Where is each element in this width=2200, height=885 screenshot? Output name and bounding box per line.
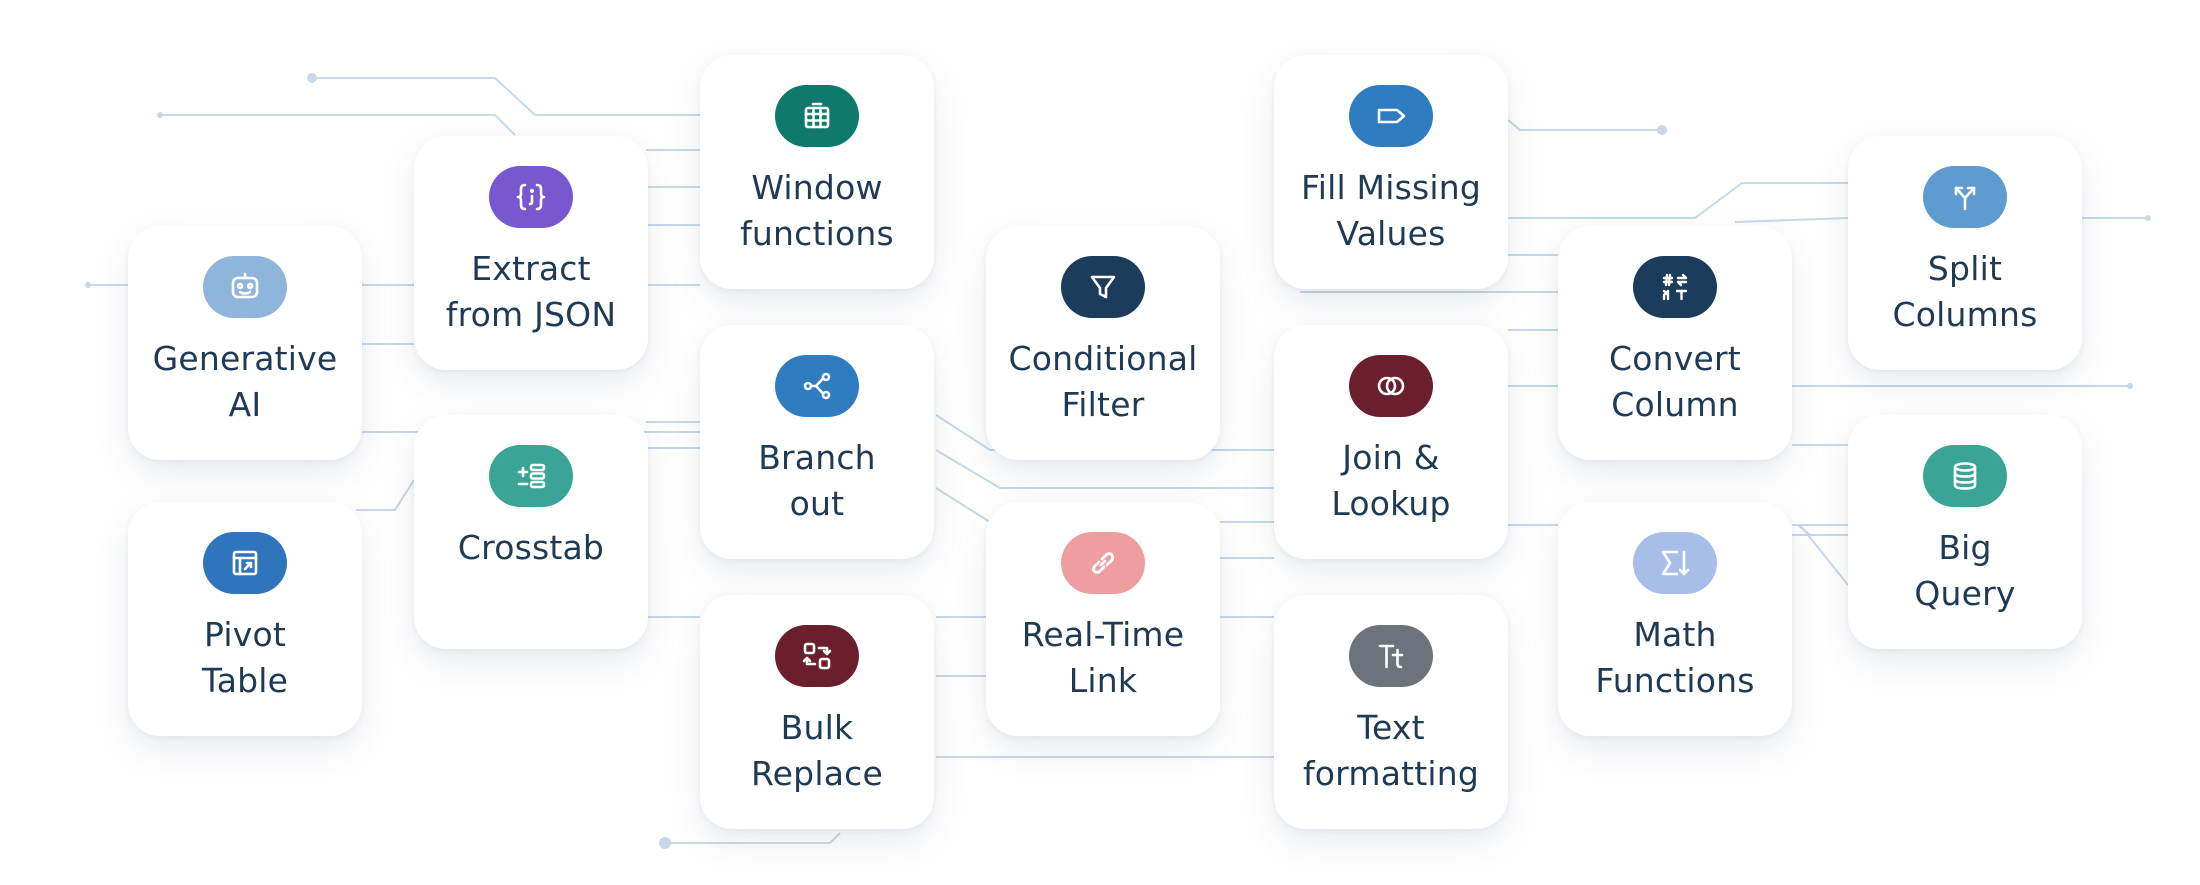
card-label: Branch out	[758, 438, 876, 523]
robot-icon	[203, 256, 287, 318]
card-text-formatting[interactable]: Text formatting	[1274, 595, 1508, 829]
card-pivot-table[interactable]: Pivot Table	[128, 502, 362, 736]
card-label: Conditional Filter	[1008, 339, 1198, 424]
card-big-query[interactable]: Big Query	[1848, 415, 2082, 649]
text-format-icon	[1349, 625, 1433, 687]
database-icon	[1923, 445, 2007, 507]
card-conditional-filter[interactable]: Conditional Filter	[986, 226, 1220, 460]
connector-dot	[2127, 383, 2133, 389]
branch-icon	[775, 355, 859, 417]
connector-line	[1734, 217, 1849, 223]
connector-line	[312, 77, 700, 116]
card-label: Window functions	[740, 168, 894, 253]
connector-dot	[1657, 125, 1667, 135]
connector-line	[1799, 524, 1849, 586]
card-label: Text formatting	[1302, 708, 1480, 793]
card-label: Big Query	[1914, 528, 2016, 613]
card-join-lookup[interactable]: Join & Lookup	[1274, 325, 1508, 559]
connector-dot	[157, 112, 163, 118]
connector-dot	[2145, 215, 2151, 221]
card-extract-json[interactable]: Extract from JSON	[414, 136, 648, 370]
card-convert-column[interactable]: Convert Column	[1558, 226, 1792, 460]
card-label: Fill Missing Values	[1300, 168, 1482, 253]
card-label: Generative AI	[152, 339, 338, 424]
card-branch-out[interactable]: Branch out	[700, 325, 934, 559]
card-label: Crosstab	[457, 528, 605, 567]
sigma-icon	[1633, 532, 1717, 594]
card-label: Split Columns	[1892, 249, 2038, 334]
card-label: Math Functions	[1595, 615, 1755, 700]
link-icon	[1061, 532, 1145, 594]
card-split-columns[interactable]: Split Columns	[1848, 136, 2082, 370]
card-label: Join & Lookup	[1331, 438, 1451, 523]
card-real-time-link[interactable]: Real-Time Link	[986, 502, 1220, 736]
card-label: Pivot Table	[201, 615, 289, 700]
connector-dot	[85, 282, 91, 288]
split-icon	[1923, 166, 2007, 228]
card-label: Real-Time Link	[1021, 615, 1185, 700]
card-label: Convert Column	[1609, 339, 1741, 424]
connector-line	[935, 449, 1274, 489]
convert-icon	[1633, 256, 1717, 318]
json-braces-icon	[489, 166, 573, 228]
card-window-functions[interactable]: Window functions	[700, 55, 934, 289]
join-rings-icon	[1349, 355, 1433, 417]
card-label: Bulk Replace	[751, 708, 883, 793]
filter-icon	[1061, 256, 1145, 318]
connector-line	[1508, 182, 1848, 219]
card-math-functions[interactable]: Math Functions	[1558, 502, 1792, 736]
card-fill-missing-values[interactable]: Fill Missing Values	[1274, 55, 1508, 289]
connector-line	[356, 479, 415, 511]
pivot-table-icon	[203, 532, 287, 594]
connector-line	[665, 832, 841, 844]
connector-line	[1507, 119, 1662, 131]
connector-dot	[659, 837, 671, 849]
card-crosstab[interactable]: Crosstab	[414, 415, 648, 649]
connector-line	[935, 487, 991, 523]
connector-dot	[307, 73, 317, 83]
crosstab-icon	[489, 445, 573, 507]
tag-icon	[1349, 85, 1433, 147]
window-grid-icon	[775, 85, 859, 147]
card-label: Extract from JSON	[445, 249, 617, 334]
bulk-replace-icon	[775, 625, 859, 687]
connector-line	[160, 114, 516, 136]
card-generative-ai[interactable]: Generative AI	[128, 226, 362, 460]
card-bulk-replace[interactable]: Bulk Replace	[700, 595, 934, 829]
